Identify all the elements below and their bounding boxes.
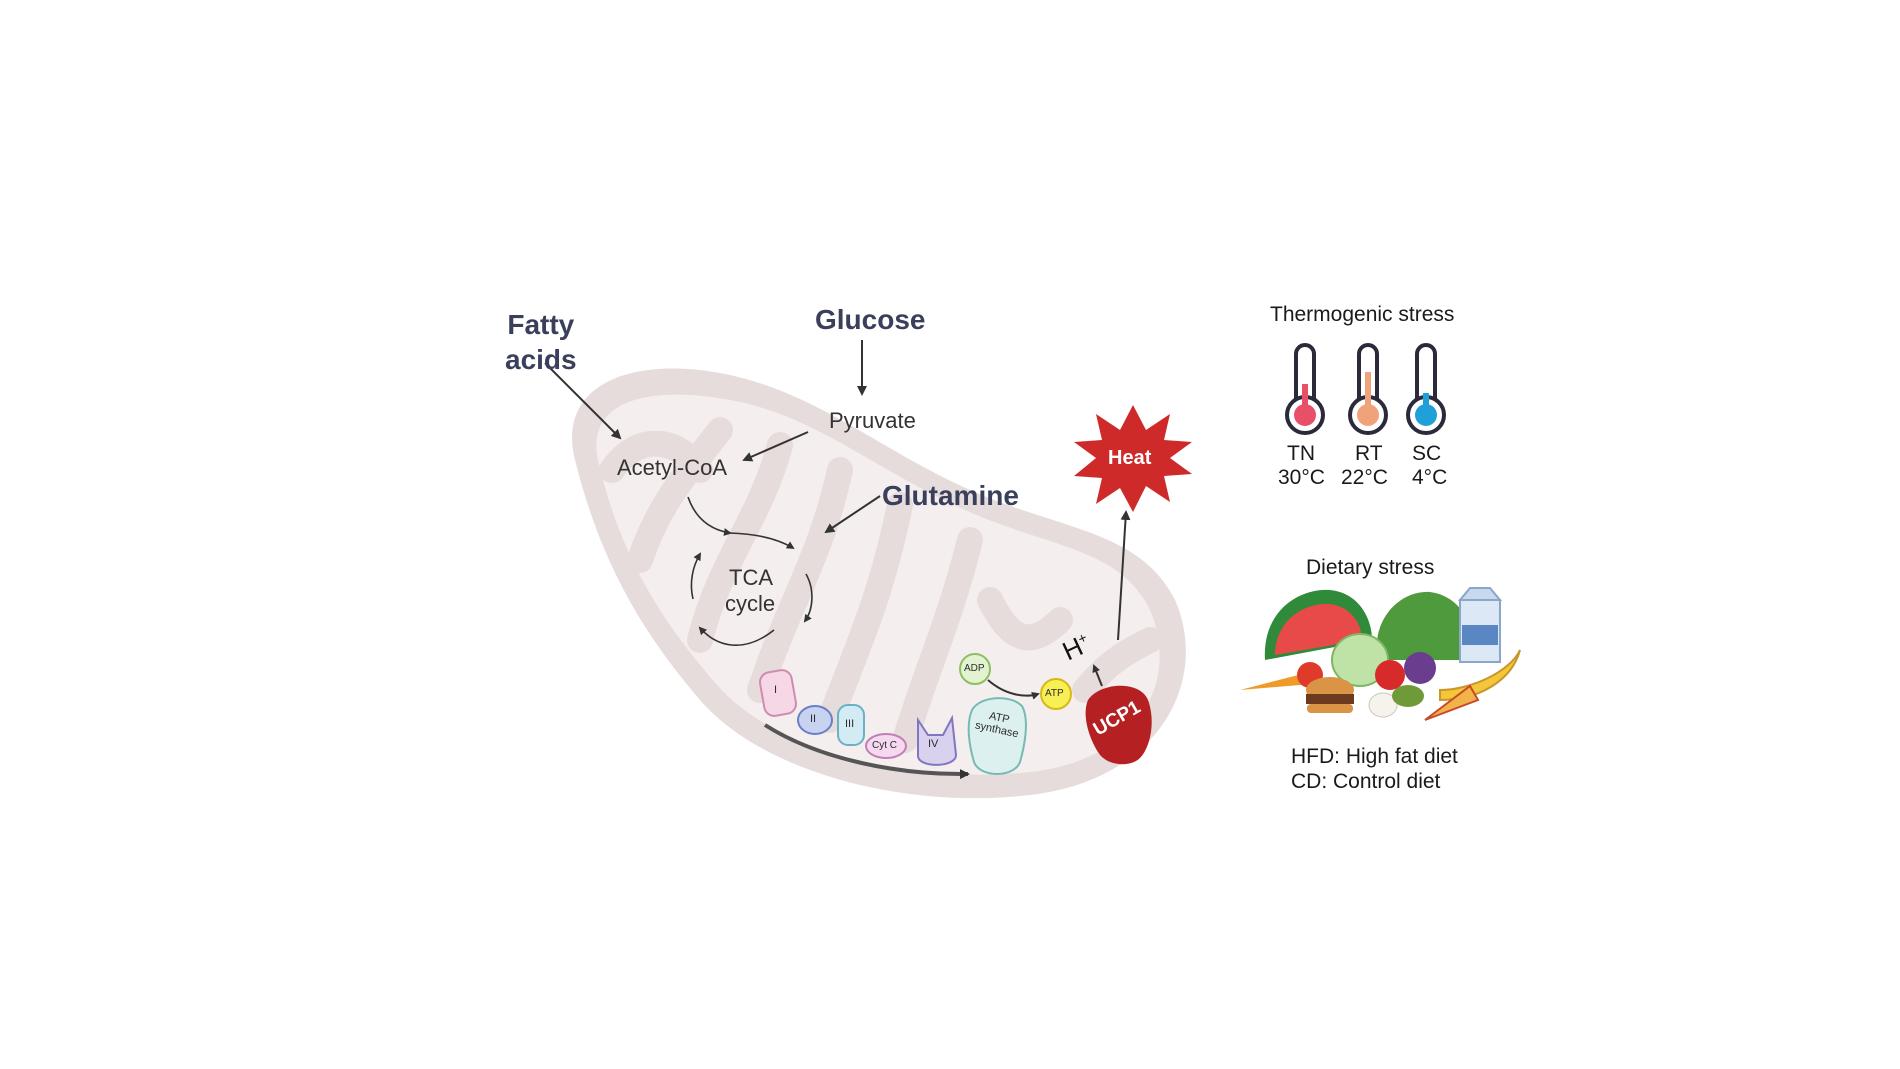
acetyl-coa-label: Acetyl-CoA <box>617 455 728 480</box>
etc-complexes <box>759 653 1072 775</box>
ucp1-shape <box>1085 685 1152 765</box>
ucp1-group <box>1074 405 1192 765</box>
thermometer-group <box>1285 343 1446 435</box>
diet-legend-hfd: HFD: High fat diet <box>1291 745 1458 768</box>
thermo-3-abbr: SC <box>1412 442 1442 465</box>
heat-label: Heat <box>1108 447 1152 469</box>
complex-1-label: I <box>774 684 778 696</box>
burger-bun-bottom <box>1307 704 1353 713</box>
tca-label-line1: TCA <box>729 565 773 590</box>
heat-arrow <box>1117 510 1131 641</box>
adp-shape <box>959 653 991 685</box>
egg-icon <box>1368 692 1398 718</box>
complex-3-shape <box>837 704 865 746</box>
mitochondrion <box>572 368 1186 799</box>
thermo-3-temp: 4°C <box>1412 466 1448 489</box>
atp-synthase-shape <box>967 697 1027 775</box>
complex-4-label: IV <box>928 738 939 750</box>
thermometer-tn-icon <box>1285 343 1325 435</box>
cyt-c-shape <box>865 733 907 759</box>
thermo-1-abbr: TN <box>1287 442 1315 465</box>
atp-label: ATP <box>1045 688 1064 699</box>
burger-patty <box>1306 694 1354 704</box>
food-illustration <box>1240 587 1521 721</box>
glucose-label: Glucose <box>815 304 926 335</box>
grapes-icon <box>1404 652 1436 684</box>
tca-label-line2: cycle <box>725 591 776 616</box>
cristae <box>599 417 1163 753</box>
adp-to-atp-arrow <box>987 679 1040 700</box>
fatty-acids-label: Fatty acids <box>505 309 577 375</box>
diet-legend-cd: CD: Control diet <box>1291 770 1441 793</box>
thermo-2-temp: 22°C <box>1341 466 1388 489</box>
avocado-icon <box>1392 685 1424 707</box>
arrow-glutamine <box>824 495 881 534</box>
complex-4-shape <box>917 714 958 766</box>
complex-3-label: III <box>845 718 855 730</box>
cabbage-icon <box>1331 633 1389 687</box>
thermometer-rt-icon <box>1348 343 1388 435</box>
dietary-stress-title: Dietary stress <box>1306 556 1435 579</box>
complex-2-label: II <box>810 713 817 725</box>
carrot-icon <box>1240 672 1312 690</box>
complex-2-shape <box>797 705 833 735</box>
arrow-fatty-acids <box>544 362 622 440</box>
leafy-greens-icon <box>1376 591 1472 660</box>
thermogenic-stress-title: Thermogenic stress <box>1270 303 1455 326</box>
arrow-pyruvate <box>742 431 809 462</box>
atp-shape <box>1040 678 1072 710</box>
thermo-1-temp: 30°C <box>1278 466 1325 489</box>
proton-arrow <box>1092 664 1103 687</box>
complex-1-shape <box>759 669 797 717</box>
pizza-slice-icon <box>1424 684 1480 721</box>
apple-icon <box>1375 660 1405 690</box>
cyt-c-label: Cyt C <box>872 740 897 751</box>
tca-cycle-arrows <box>687 496 813 646</box>
adp-label: ADP <box>964 663 985 674</box>
heat-burst <box>1074 405 1192 512</box>
thermometer-sc-icon <box>1406 343 1446 435</box>
pyruvate-label: Pyruvate <box>829 408 916 433</box>
thermo-2-abbr: RT <box>1355 442 1383 465</box>
glutamine-label: Glutamine <box>882 480 1019 511</box>
electron-flow-arrow <box>763 723 970 780</box>
